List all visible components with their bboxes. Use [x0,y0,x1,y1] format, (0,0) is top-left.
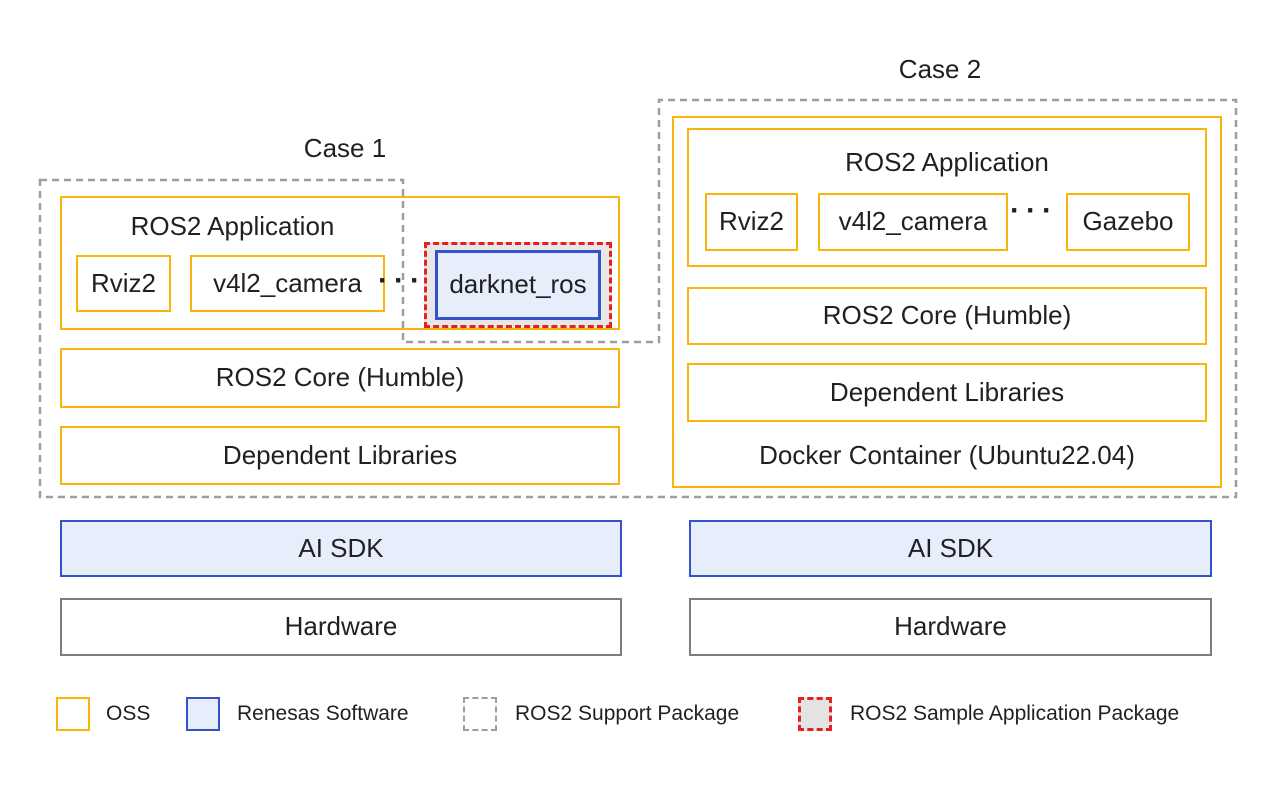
legend-renesas-label: Renesas Software [237,702,409,725]
case1-v4l2-camera-box: v4l2_camera [190,255,385,312]
case1-aisdk-box: AI SDK [60,520,622,577]
legend-support-swatch [463,697,497,731]
case2-gazebo-box: Gazebo [1066,193,1190,251]
legend-oss-swatch [56,697,90,731]
case2-core-box: ROS2 Core (Humble) [687,287,1207,345]
case1-darknet-label: darknet_ros [449,269,587,300]
case2-v4l2-camera-box: v4l2_camera [818,193,1008,251]
case2-ellipsis: ··· [1010,194,1058,227]
case2-deps-box: Dependent Libraries [687,363,1207,422]
legend-renesas-swatch [186,697,220,731]
case2-hardware-box: Hardware [689,598,1212,656]
legend-sample-swatch [798,697,832,731]
case2-docker-label: Docker Container (Ubuntu22.04) [759,440,1135,470]
legend-sample-label: ROS2 Sample Application Package [850,702,1180,725]
case1-app-label: ROS2 Application [130,211,335,241]
case1-core-box: ROS2 Core (Humble) [60,348,620,408]
case1-ellipsis: ··· [378,264,426,297]
case2-rviz2-box: Rviz2 [705,193,798,251]
case1-deps-box: Dependent Libraries [60,426,620,485]
case1-hardware-box: Hardware [60,598,622,656]
case2-aisdk-box: AI SDK [689,520,1212,577]
case1-title: Case 1 [303,133,387,163]
case1-darknet-sample-box: darknet_ros [424,242,612,328]
case2-app-label: ROS2 Application [845,147,1049,177]
case2-title: Case 2 [898,54,982,84]
case1-rviz2-box: Rviz2 [76,255,171,312]
case1-darknet-box: darknet_ros [435,250,601,320]
legend-support-label: ROS2 Support Package [515,702,740,725]
legend: OSS Renesas Software ROS2 Support Packag… [0,697,1280,731]
legend-oss-label: OSS [106,702,151,725]
